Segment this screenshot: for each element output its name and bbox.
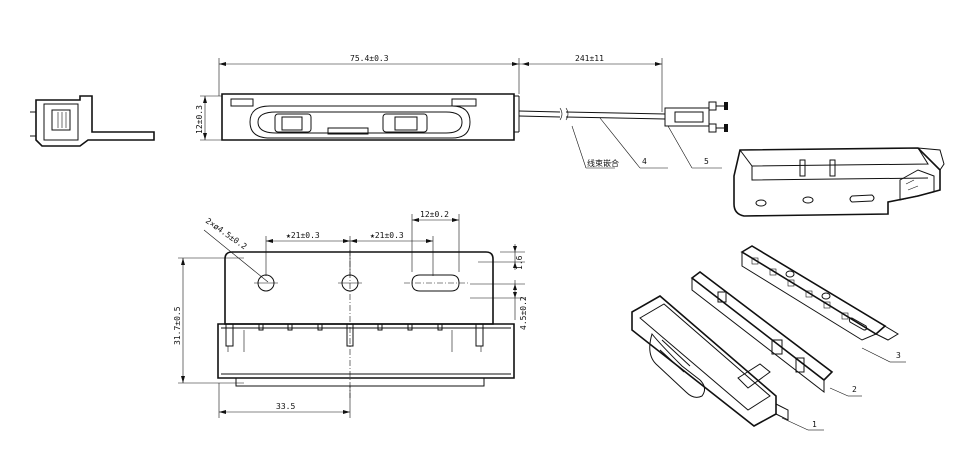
dim-hole: 2×ø4.5±0.2: [204, 216, 249, 251]
dim-height: 12±0.3: [195, 105, 204, 134]
dim-slot-width: 12±0.2: [420, 210, 449, 219]
dim-overall-length: 75.4±0.3: [350, 54, 389, 63]
dim-slot-offset: 4.5±0.2: [519, 296, 528, 330]
callout-item-1: 1: [812, 420, 817, 429]
callout-item-4: 4: [642, 157, 647, 166]
iso-exploded: 3 2 1: [631, 245, 906, 431]
dim-pitch-2: ★21±0.3: [370, 231, 404, 240]
callout-cable-note: 线束嵌合: [587, 158, 619, 168]
dim-cable-length: 241±11: [575, 54, 604, 63]
dim-vertical-height: 31.7±0.5: [173, 306, 182, 345]
callout-item-3: 3: [896, 351, 901, 360]
end-view: [30, 95, 155, 147]
dim-top-offset: 1.6: [515, 255, 524, 270]
dim-base-width: 33.5: [276, 402, 295, 411]
iso-assembled: [733, 147, 945, 217]
callout-item-5: 5: [704, 157, 709, 166]
top-view: 75.4±0.3 241±11 12±0.3: [195, 54, 728, 169]
front-view: 2×ø4.5±0.2 ★21±0.3 ★21±0.3 12±0.2 1.6 4.…: [173, 210, 528, 418]
callout-item-2: 2: [852, 385, 857, 394]
dim-pitch-1: ★21±0.3: [286, 231, 320, 240]
